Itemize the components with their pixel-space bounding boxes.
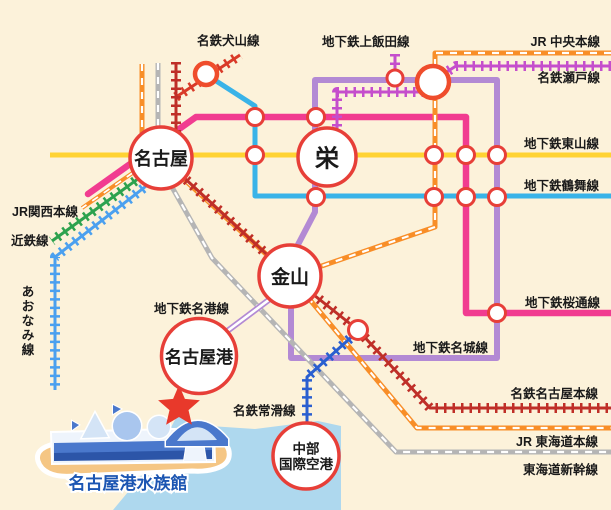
station-circle-chubu-airport (271, 421, 341, 491)
interchange-dot (424, 145, 444, 165)
aquarium-illustration (177, 427, 217, 441)
station-label-chubu-airport: 中部国際空港 (279, 441, 333, 473)
line-subway-meijo (288, 77, 500, 361)
aquarium-illustration (79, 409, 111, 440)
line-label-subway-higashiyama: 地下鉄東山線 (524, 136, 600, 151)
aquarium-illustration (111, 410, 143, 442)
station-label-kanayama: 金山 (270, 266, 309, 289)
line-label-meitetsu-nagoya-honsen: 名鉄名古屋本線 (510, 386, 598, 401)
location-star (158, 385, 200, 425)
interchange-dot (424, 187, 444, 207)
line-label-subway-tsurumai: 地下鉄鶴舞線 (524, 178, 600, 193)
line-label-subway-meijo: 地下鉄名城線 (413, 340, 489, 355)
interchange-dot (306, 187, 326, 207)
line-label-jr-tokaido: JR 東海道本線 (516, 434, 598, 449)
line-tokaido-shinkansen-dashes (156, 63, 611, 454)
line-label-kintetsu: 近鉄線 (11, 233, 49, 248)
line-label-jr-kansai: JR関西本線 (12, 204, 78, 219)
line-aonami (53, 181, 151, 390)
interchange-dot (245, 145, 265, 165)
aquarium-illustration (71, 419, 81, 432)
line-label-meitetsu-seto: 名鉄瀬戸線 (537, 70, 600, 85)
line-label-meitetsu-inuyama: 名鉄犬山線 (197, 33, 260, 48)
interchange-dot (487, 187, 507, 207)
line-label-aonami: あおなみ線 (22, 285, 35, 357)
line-jr-chuo-dashes (312, 51, 611, 271)
aquarium-illustration (146, 414, 172, 440)
interchange-dot (456, 187, 476, 207)
interchange-dot (385, 68, 405, 88)
station-label-sakae: 栄 (314, 146, 340, 173)
line-jr-kansai-dashes (81, 164, 145, 209)
line-label-meitetsu-tokoname: 名鉄常滑線 (233, 403, 296, 418)
station-circle-nagoya (128, 125, 194, 191)
station-label-nagoyako: 名古屋港 (165, 347, 234, 367)
line-label-subway-sakuradori: 地下鉄桜通線 (525, 295, 601, 310)
station-circle-nagoyako (159, 316, 239, 396)
aquarium-label: 名古屋港水族館 (69, 473, 188, 493)
interchange-dot (245, 107, 265, 127)
aquarium-illustration (112, 403, 124, 416)
interchange-dot (306, 107, 326, 127)
interchange-dot (456, 145, 476, 165)
interchange-dot (487, 145, 507, 165)
interchange-dot (347, 319, 369, 341)
aquarium-illustration (54, 450, 212, 461)
line-label-tokaido-shinkansen: 東海道新幹線 (523, 462, 599, 477)
line-label-subway-meiko: 地下鉄名港線 (154, 301, 230, 316)
line-label-jr-chuo: JR 中央本線 (531, 34, 601, 49)
station-circle-sakae (296, 126, 358, 188)
junction-circle (414, 63, 452, 101)
line-kintetsu (51, 174, 143, 243)
junction-circle (192, 60, 220, 88)
line-label-subway-kamiiida: 地下鉄上飯田線 (322, 34, 410, 49)
line-meitetsu-tokoname (305, 331, 358, 426)
line-meitetsu-seto (335, 64, 611, 130)
station-circle-kanayama (257, 243, 323, 309)
station-label-nagoya: 名古屋 (134, 148, 188, 169)
interchange-dot (487, 303, 507, 323)
line-jr-tokaido-dashes (140, 64, 611, 430)
